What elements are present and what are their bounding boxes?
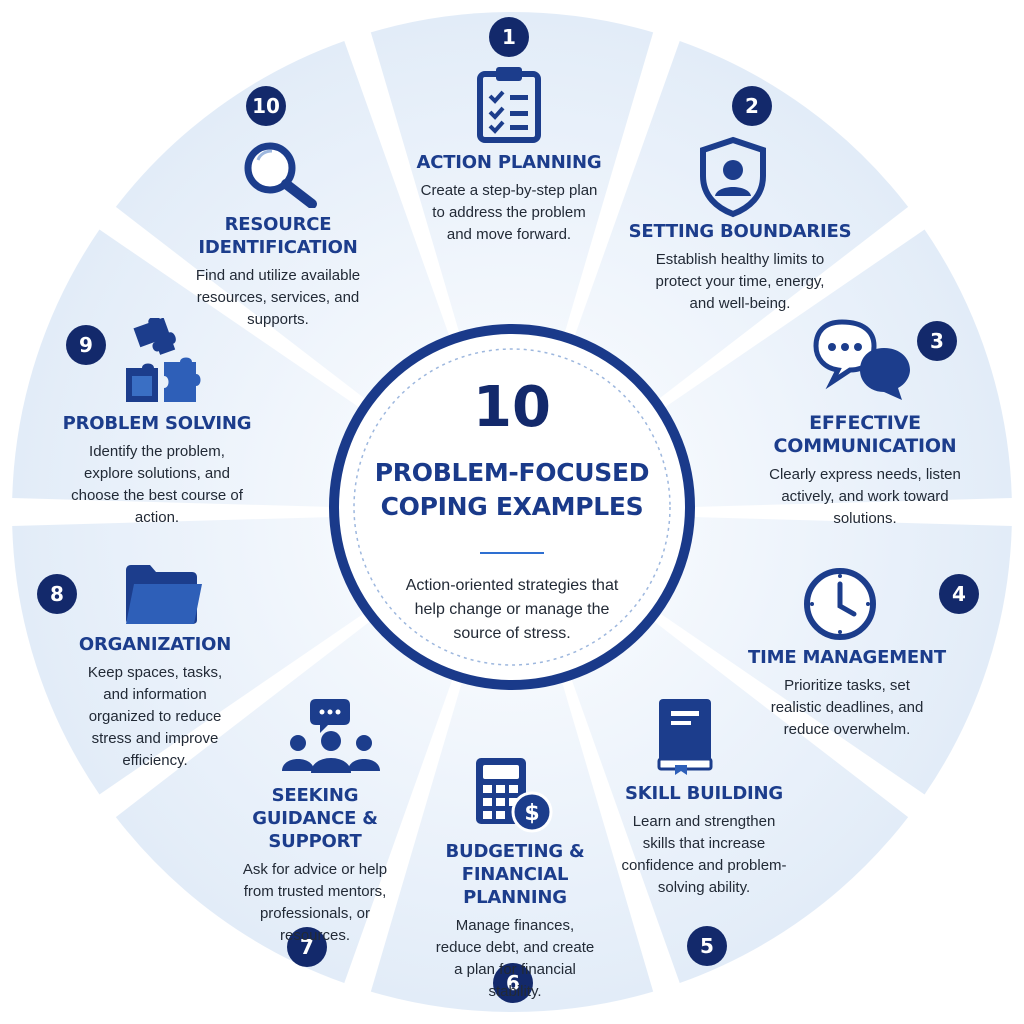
strategy-5-title: SKILL BUILDING	[625, 783, 783, 804]
center-number: 10	[473, 375, 551, 440]
chat-bubbles-icon	[813, 319, 910, 400]
center-panel: 10 PROBLEM-FOCUSED COPING EXAMPLES Actio…	[340, 320, 684, 690]
strategy-5-description: Learn and strengthen skills that increas…	[621, 813, 787, 896]
clipboard-checklist-icon	[477, 67, 541, 143]
strategy-1-number-badge: 1	[489, 17, 529, 57]
center-heading: PROBLEM-FOCUSED COPING EXAMPLES	[340, 456, 684, 524]
clock-icon	[804, 568, 876, 640]
magnifying-glass-icon	[244, 142, 317, 208]
svg-text:$: $	[524, 801, 539, 826]
strategy-9-title: PROBLEM SOLVING	[62, 413, 252, 434]
strategy-10-number-badge: 10	[246, 86, 286, 126]
strategy-2-title: SETTING BOUNDARIES	[628, 221, 852, 242]
strategy-10-description: Find and utilize available resources, se…	[195, 267, 361, 328]
strategy-8-number-badge: 8	[37, 574, 77, 614]
strategy-7-title: SEEKING GUIDANCE & SUPPORT	[252, 785, 378, 852]
group-chat-icon	[282, 699, 380, 773]
strategy-8-description: Keep spaces, tasks, and information orga…	[87, 664, 223, 769]
strategy-7-number-badge: 7	[287, 927, 327, 967]
strategy-2-number-badge: 2	[732, 86, 772, 126]
strategy-10-resource-identification: RESOURCE IDENTIFICATION Find and utilize…	[175, 213, 381, 331]
wedge-1	[370, 11, 654, 513]
strategy-7-description: Ask for advice or help from trusted ment…	[242, 861, 388, 944]
strategy-1-title: ACTION PLANNING	[416, 152, 602, 173]
strategy-10-title: RESOURCE IDENTIFICATION	[198, 214, 358, 258]
strategy-2-description: Establish healthy limits to protect your…	[655, 251, 825, 312]
strategy-3-effective-communication: EFFECTIVE COMMUNICATION Clearly express …	[762, 412, 968, 530]
strategy-8-organization: ORGANIZATION Keep spaces, tasks, and inf…	[52, 633, 258, 772]
strategy-9-problem-solving: PROBLEM SOLVING Identify the problem, ex…	[54, 412, 260, 529]
strategy-6-number-badge: 6	[493, 963, 533, 1003]
strategy-4-number-badge: 4	[939, 574, 979, 614]
center-divider	[480, 552, 544, 554]
strategy-6-title: BUDGETING & FINANCIAL PLANNING	[445, 841, 585, 908]
strategy-5-number-badge: 5	[687, 926, 727, 966]
strategy-3-title: EFFECTIVE COMMUNICATION	[773, 412, 957, 457]
strategy-4-title: TIME MANAGEMENT	[748, 647, 946, 668]
puzzle-pieces-icon	[126, 318, 201, 402]
strategy-2-setting-boundaries: SETTING BOUNDARIES Establish healthy lim…	[618, 220, 862, 315]
strategy-4-description: Prioritize tasks, set realistic deadline…	[770, 677, 924, 738]
center-heading-line-2: COPING EXAMPLES	[380, 492, 644, 521]
strategy-7-seeking-guidance: SEEKING GUIDANCE & SUPPORT Ask for advic…	[212, 784, 418, 947]
calculator-dollar-icon: $	[476, 758, 553, 833]
folder-icon	[126, 565, 202, 624]
strategy-6-budgeting: BUDGETING & FINANCIAL PLANNING Manage fi…	[412, 840, 618, 1003]
strategy-1-description: Create a step-by-step plan to address th…	[420, 182, 598, 243]
strategy-9-number-badge: 9	[66, 325, 106, 365]
strategy-3-description: Clearly express needs, listen actively, …	[769, 466, 961, 527]
strategy-3-number-badge: 3	[917, 321, 957, 361]
center-subtitle: Action-oriented strategies that help cha…	[405, 577, 619, 642]
strategy-1-action-planning: ACTION PLANNING Create a step-by-step pl…	[406, 151, 612, 246]
strategy-8-title: ORGANIZATION	[78, 634, 232, 655]
book-icon	[657, 699, 713, 775]
center-heading-line-1: PROBLEM-FOCUSED	[374, 458, 650, 487]
strategy-4-time-management: TIME MANAGEMENT Prioritize tasks, set re…	[744, 646, 950, 741]
center-ring	[329, 324, 695, 690]
shield-person-icon	[700, 136, 766, 218]
center-dashed-ring	[353, 348, 671, 666]
strategy-9-description: Identify the problem, explore solutions,…	[71, 443, 243, 526]
strategy-5-skill-building: SKILL BUILDING Learn and strengthen skil…	[606, 782, 802, 899]
strategy-6-description: Manage finances, reduce debt, and create…	[435, 917, 595, 1000]
